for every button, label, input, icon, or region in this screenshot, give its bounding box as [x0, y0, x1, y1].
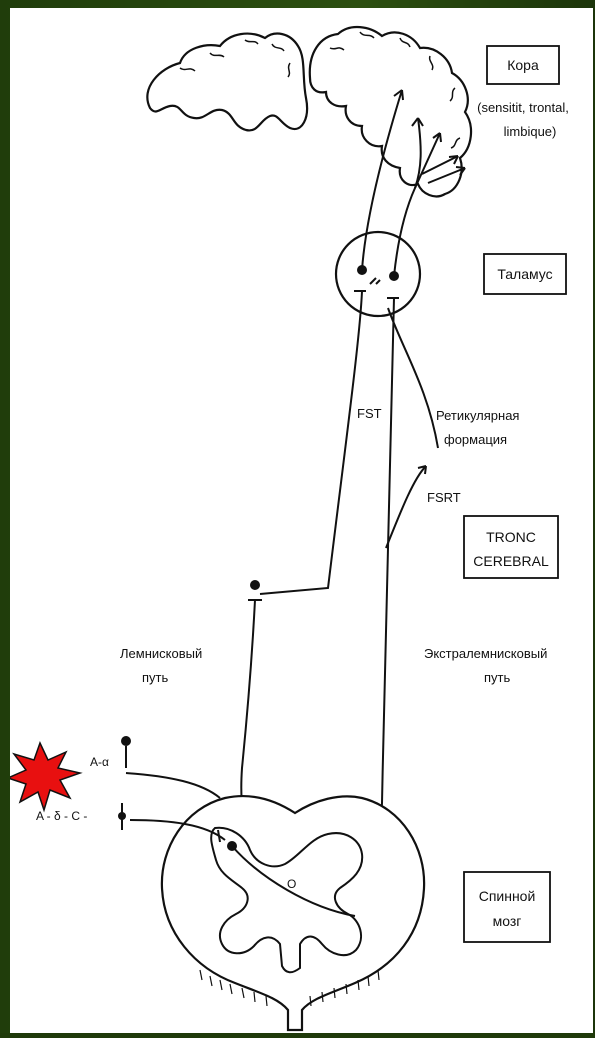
- reticular-label-line1: Ретикулярная: [436, 408, 519, 423]
- extralemniscal-label-line2: путь: [484, 670, 510, 685]
- cortex-right-hemisphere: [310, 27, 471, 196]
- brainstem-relay-synapse: [241, 600, 262, 826]
- thalamus-label: Таламус: [497, 266, 552, 282]
- a-alpha-fiber: [126, 746, 220, 798]
- diagram-canvas: Кора (sensitit, trontal, limbique) Талам…: [10, 8, 593, 1033]
- fst-label: FST: [357, 406, 382, 421]
- cortex-note-line1: (sensitit, trontal,: [477, 100, 569, 115]
- lemniscal-label-line2: путь: [142, 670, 168, 685]
- brainstem-label-line2: CEREBRAL: [473, 553, 549, 569]
- brainstem-label-line1: TRONC: [486, 529, 536, 545]
- reticular-branch-lower: [386, 466, 426, 548]
- cortex-note-line2: limbique): [504, 124, 557, 139]
- spinal-cord-label-line1: Спинной: [479, 888, 536, 904]
- a-alpha-label: A-α: [90, 755, 109, 769]
- extralemniscal-label-line1: Экстралемнисковый: [424, 646, 547, 661]
- fst-tract: [260, 291, 362, 594]
- reticular-branch-upper: [388, 308, 438, 448]
- lemniscal-label-line1: Лемнисковый: [120, 646, 202, 661]
- spinal-cord-outline: [162, 796, 424, 1030]
- reticular-label-line2: формация: [444, 432, 507, 447]
- fsrt-label: FSRT: [427, 490, 461, 505]
- pain-stimulus-burst: [10, 743, 80, 810]
- a-alpha-ganglion: [121, 736, 131, 746]
- brainstem-relay-neuron: [250, 580, 260, 590]
- thalamus-circle: [336, 232, 420, 316]
- spinal-cord-box: [464, 872, 550, 942]
- spinal-cord-label-line2: мозг: [493, 913, 522, 929]
- central-canal-label: O: [287, 877, 296, 891]
- a-delta-c-label: A - δ - C -: [36, 809, 87, 823]
- neural-pathway-diagram: Кора (sensitit, trontal, limbique) Талам…: [10, 8, 593, 1033]
- cortex-left-hemisphere: [147, 34, 307, 131]
- cortex-label: Кора: [507, 57, 539, 73]
